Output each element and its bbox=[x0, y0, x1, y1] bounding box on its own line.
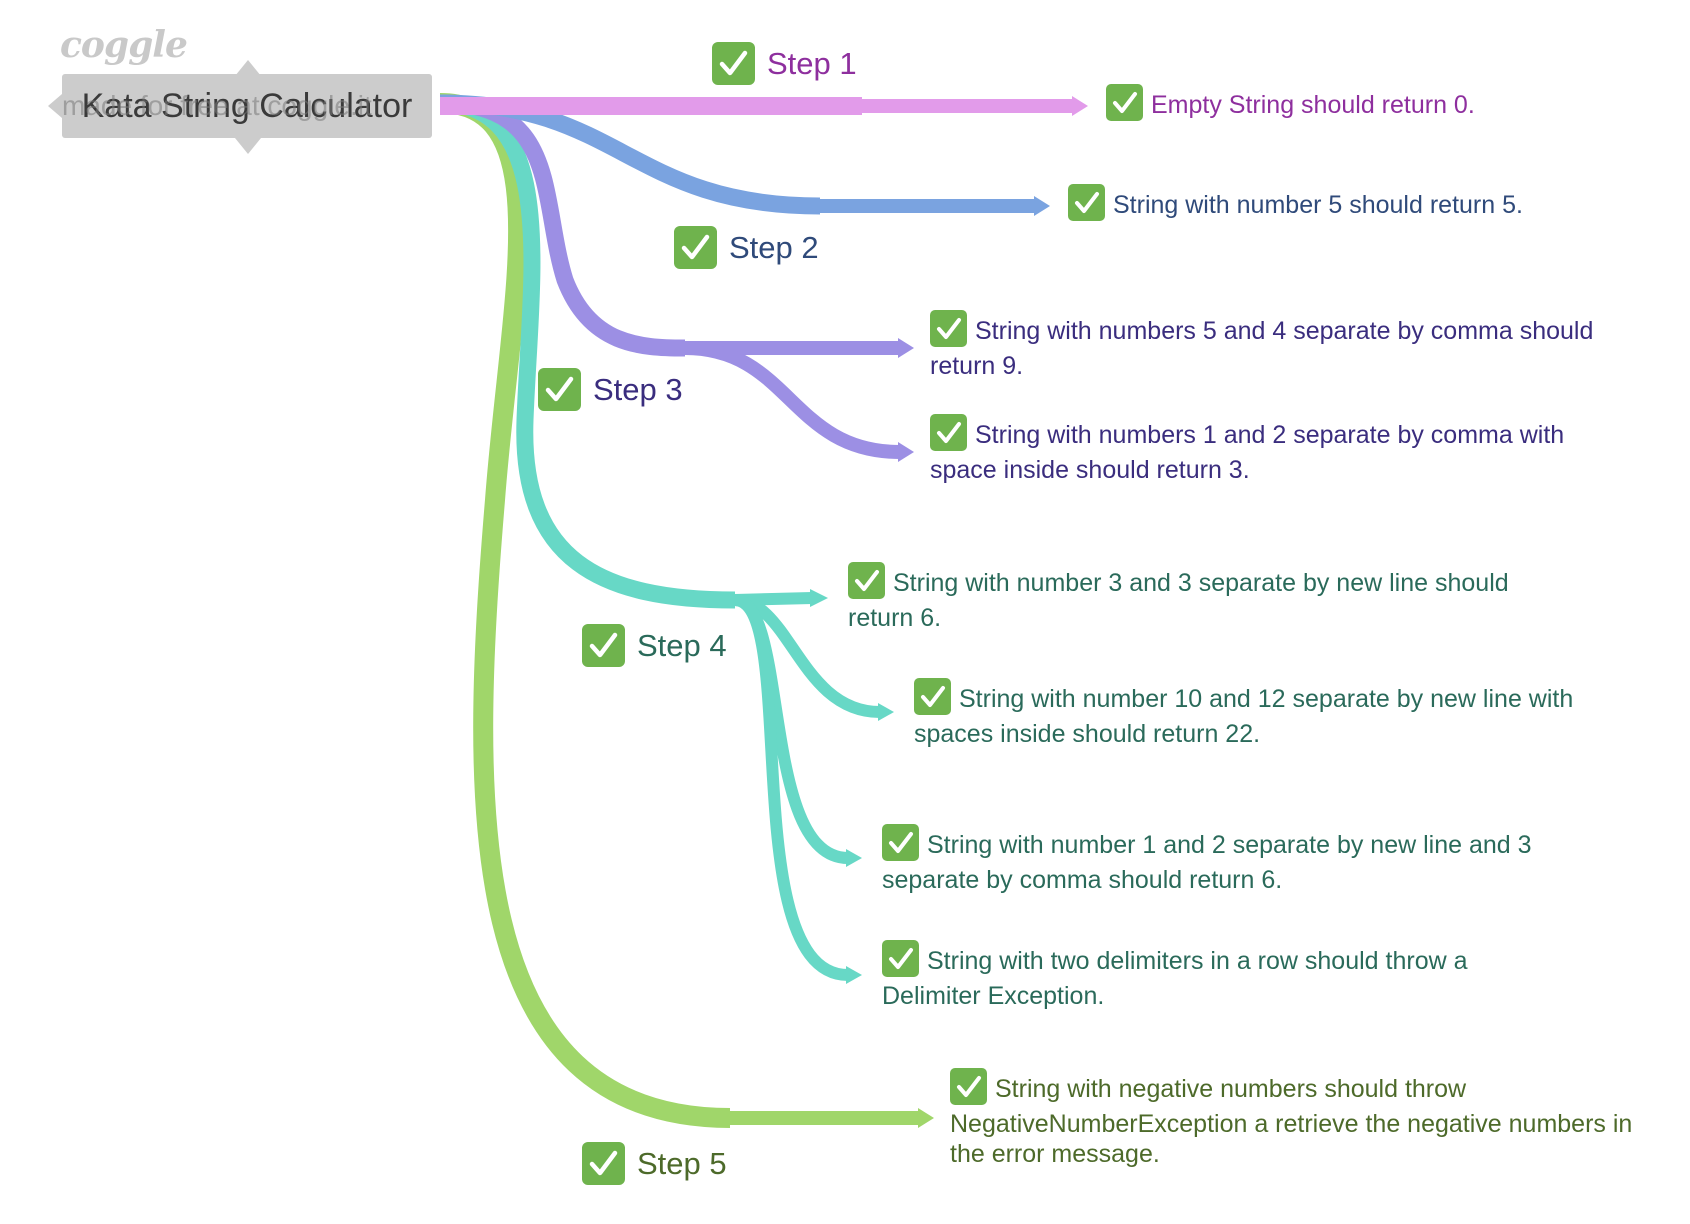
branch-step-3-leaf-1-arrowhead bbox=[898, 338, 914, 358]
branch-step-4-leaf-1-arrowhead bbox=[810, 589, 828, 607]
step-5-label[interactable]: Step 5 bbox=[637, 1145, 727, 1181]
step-2-label[interactable]: Step 2 bbox=[729, 229, 819, 265]
branch-step-5-arrowhead bbox=[918, 1108, 934, 1128]
step-4-leaf-4-text[interactable]: String with two delimiters in a row shou… bbox=[882, 947, 1468, 1010]
checkbox-checked-icon[interactable] bbox=[930, 414, 967, 451]
checkbox-checked-icon[interactable] bbox=[1068, 184, 1105, 221]
checkbox-checked-icon[interactable] bbox=[914, 678, 951, 715]
step-1-label[interactable]: Step 1 bbox=[767, 45, 857, 81]
step-5-node[interactable]: Step 5 bbox=[582, 1142, 727, 1185]
step-5-leaf-1[interactable]: String with negative numbers should thro… bbox=[950, 1068, 1650, 1169]
step-4-leaf-2-text[interactable]: String with number 10 and 12 separate by… bbox=[914, 685, 1574, 748]
step-1-leaf-1[interactable]: Empty String should return 0. bbox=[1106, 84, 1646, 125]
step-4-leaf-3-text[interactable]: String with number 1 and 2 separate by n… bbox=[882, 831, 1532, 894]
checkbox-checked-icon[interactable] bbox=[882, 824, 919, 861]
coggle-logo[interactable]: coggle bbox=[60, 24, 188, 66]
branch-step-4-leaf-4-arrowhead bbox=[846, 966, 862, 984]
root-node[interactable]: made for free at coggle.it Kata String C… bbox=[62, 74, 432, 138]
step-3-leaf-2-text[interactable]: String with numbers 1 and 2 separate by … bbox=[930, 421, 1565, 484]
checkbox-checked-icon[interactable] bbox=[582, 624, 625, 667]
step-4-node[interactable]: Step 4 bbox=[582, 624, 727, 667]
checkbox-checked-icon[interactable] bbox=[882, 940, 919, 977]
step-4-leaf-2[interactable]: String with number 10 and 12 separate by… bbox=[914, 678, 1634, 749]
branch-step-3-leaf-2 bbox=[684, 341, 901, 459]
branch-step-1-arrowhead bbox=[1072, 96, 1088, 116]
step-3-leaf-1[interactable]: String with numbers 5 and 4 separate by … bbox=[930, 310, 1650, 381]
root-expand-down-icon[interactable] bbox=[235, 138, 261, 154]
checkbox-checked-icon[interactable] bbox=[674, 226, 717, 269]
step-2-leaf-1-text[interactable]: String with number 5 should return 5. bbox=[1113, 191, 1523, 220]
branch-step-4-leaf-4 bbox=[733, 594, 849, 981]
step-3-label[interactable]: Step 3 bbox=[593, 371, 683, 407]
step-4-leaf-4[interactable]: String with two delimiters in a row shou… bbox=[882, 940, 1542, 1011]
step-4-leaf-3[interactable]: String with number 1 and 2 separate by n… bbox=[882, 824, 1602, 895]
step-3-node[interactable]: Step 3 bbox=[538, 368, 683, 411]
branch-step-2-arrowhead bbox=[1034, 196, 1050, 216]
root-expand-up-icon[interactable] bbox=[235, 60, 261, 76]
step-2-leaf-1[interactable]: String with number 5 should return 5. bbox=[1068, 184, 1628, 225]
step-1-node[interactable]: Step 1 bbox=[712, 42, 857, 85]
step-1-leaf-1-text[interactable]: Empty String should return 0. bbox=[1151, 91, 1475, 120]
branch-step-4 bbox=[439, 94, 736, 609]
checkbox-checked-icon[interactable] bbox=[538, 368, 581, 411]
branch-step-4-leaf-3-arrowhead bbox=[846, 849, 862, 867]
branch-step-4-leaf-2-arrowhead bbox=[878, 703, 894, 721]
root-expand-left-icon[interactable] bbox=[48, 94, 62, 118]
step-3-leaf-1-text[interactable]: String with numbers 5 and 4 separate by … bbox=[930, 317, 1594, 380]
branch-step-3-leaf-2-arrowhead bbox=[898, 442, 914, 462]
root-node-title[interactable]: Kata String Calculator bbox=[81, 86, 413, 125]
branch-step-3 bbox=[439, 94, 686, 357]
checkbox-checked-icon[interactable] bbox=[930, 310, 967, 347]
step-3-leaf-2[interactable]: String with numbers 1 and 2 separate by … bbox=[930, 414, 1620, 485]
checkbox-checked-icon[interactable] bbox=[848, 562, 885, 599]
step-2-node[interactable]: Step 2 bbox=[674, 226, 819, 269]
step-4-leaf-1-text[interactable]: String with number 3 and 3 separate by n… bbox=[848, 569, 1509, 632]
checkbox-checked-icon[interactable] bbox=[1106, 84, 1143, 121]
checkbox-checked-icon[interactable] bbox=[712, 42, 755, 85]
checkbox-checked-icon[interactable] bbox=[950, 1068, 987, 1105]
step-4-leaf-1[interactable]: String with number 3 and 3 separate by n… bbox=[848, 562, 1568, 633]
step-4-label[interactable]: Step 4 bbox=[637, 627, 727, 663]
branch-step-5 bbox=[439, 93, 731, 1128]
step-5-leaf-1-text[interactable]: String with negative numbers should thro… bbox=[950, 1075, 1633, 1168]
checkbox-checked-icon[interactable] bbox=[582, 1142, 625, 1185]
